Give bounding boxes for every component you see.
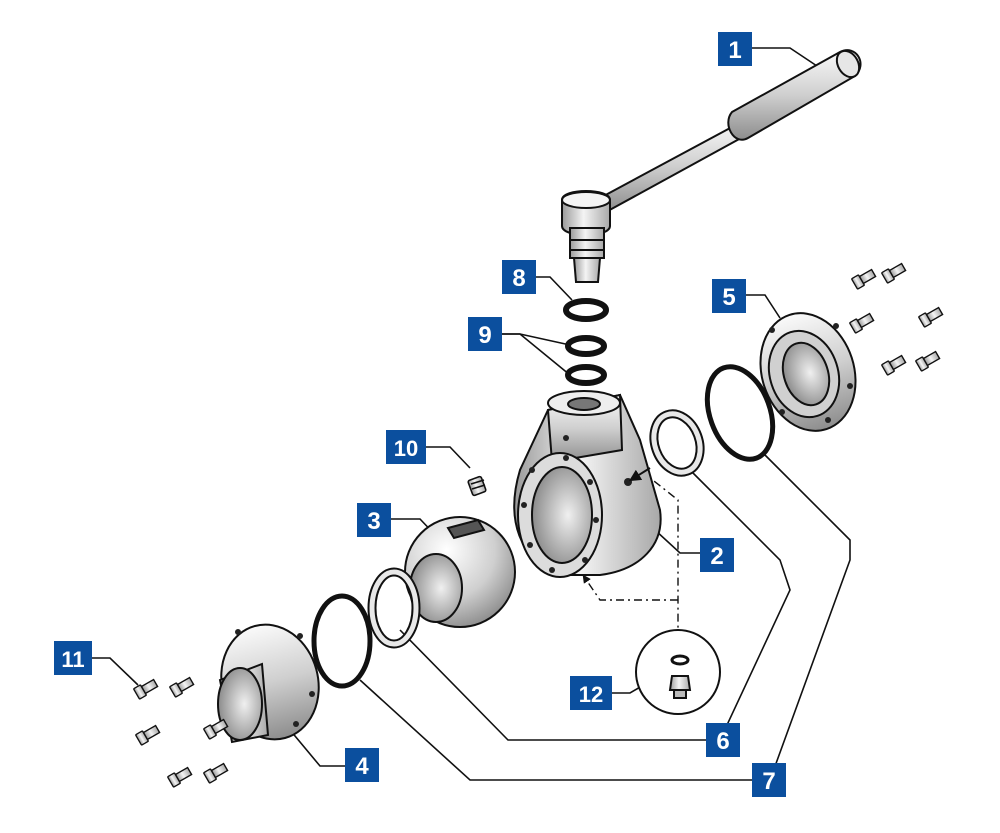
- stem-o-ring-8: [563, 298, 609, 322]
- badge-2: 2: [700, 538, 734, 572]
- svg-text:5: 5: [722, 284, 735, 311]
- part-badges: 1 2 3 4 5 6 7 8 9 10 11 12: [54, 32, 786, 797]
- handle-rod: [598, 118, 754, 214]
- svg-text:3: 3: [367, 508, 380, 535]
- leader-6a: [399, 629, 700, 741]
- body-o-ring-left: [311, 593, 373, 689]
- leader-8: [535, 276, 573, 301]
- seat-ring-left: [367, 567, 421, 649]
- badge-10: 10: [386, 430, 426, 464]
- svg-text:6: 6: [716, 728, 729, 755]
- seat-ring-right: [649, 409, 705, 477]
- leader-9b: [500, 333, 571, 376]
- svg-text:8: 8: [512, 265, 525, 292]
- ball: [404, 516, 516, 628]
- stem-seal-9a: [565, 335, 607, 357]
- badge-9: 9: [468, 317, 502, 351]
- flange-right: [759, 312, 857, 432]
- leader-11: [90, 657, 139, 686]
- badge-7: 7: [752, 763, 786, 797]
- flange-bolts-left: [133, 676, 229, 788]
- leader-4: [289, 729, 345, 767]
- flange-left: [217, 623, 320, 744]
- badge-12: 12: [570, 676, 612, 710]
- valve-body: [513, 390, 662, 578]
- svg-text:12: 12: [579, 682, 603, 707]
- svg-text:2: 2: [710, 543, 723, 570]
- badge-8: 8: [502, 260, 536, 294]
- leader-7b: [764, 454, 851, 781]
- drain-plug-inset: [635, 629, 721, 715]
- svg-text:9: 9: [478, 322, 491, 349]
- set-screw: [467, 475, 487, 497]
- body-bore: [531, 466, 593, 564]
- badge-4: 4: [345, 748, 379, 782]
- svg-text:1: 1: [728, 37, 741, 64]
- badge-11: 11: [54, 641, 92, 675]
- stem-shaft: [569, 227, 605, 259]
- ball-slot: [446, 518, 486, 540]
- leader-lines: [90, 47, 851, 781]
- badge-5: 5: [712, 279, 746, 313]
- leader-7a: [359, 679, 755, 781]
- svg-text:10: 10: [394, 436, 418, 461]
- svg-text:4: 4: [355, 753, 369, 780]
- stem-o-rings: [563, 298, 609, 386]
- handle-grip-end: [835, 49, 861, 79]
- svg-text:7: 7: [762, 768, 775, 795]
- svg-text:11: 11: [61, 647, 84, 672]
- leader-5: [745, 294, 781, 319]
- stem-seal-9b: [565, 364, 607, 386]
- leader-9a: [500, 333, 571, 346]
- body-o-ring-right: [704, 364, 776, 462]
- drain-path-lines: [582, 469, 679, 650]
- leader-2: [654, 529, 700, 554]
- flange-bolts-right: [849, 262, 944, 376]
- badge-1: 1: [718, 32, 752, 66]
- handle-assembly: [561, 49, 862, 283]
- badge-3: 3: [357, 503, 391, 537]
- stem-tip: [572, 257, 602, 283]
- badge-6: 6: [706, 723, 740, 757]
- leader-10: [425, 446, 471, 469]
- leader-1: [752, 47, 821, 69]
